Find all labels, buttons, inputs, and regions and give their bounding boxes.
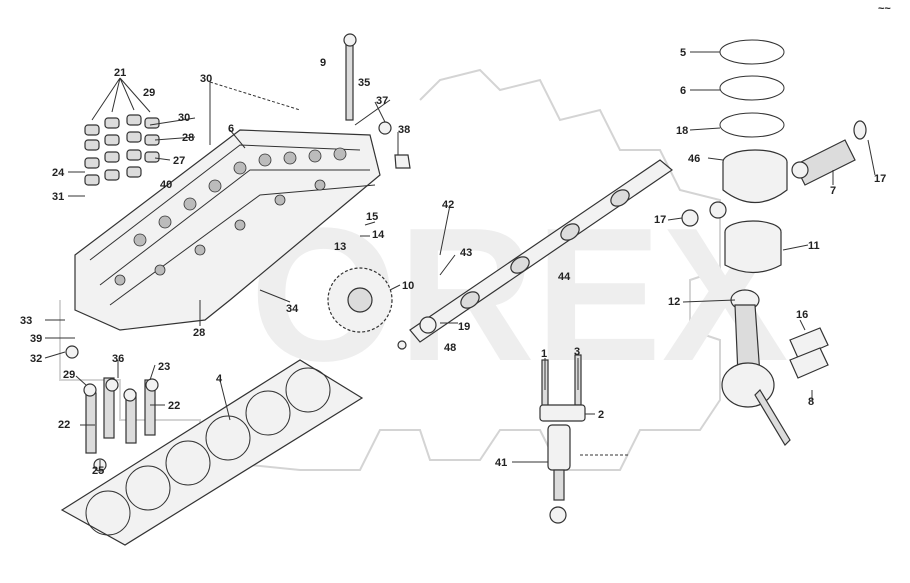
callout-22-right: 22 [168,400,180,412]
callout-35: 35 [358,77,370,89]
valve-stack [84,77,160,186]
callout-43: 43 [460,247,472,259]
callout-11: 11 [808,240,820,252]
callout-33: 33 [20,315,32,327]
piston-rings [719,39,785,138]
callout-15: 15 [366,211,378,223]
callout-23: 23 [158,361,170,373]
callout-7: 7 [830,185,836,197]
callout-44: 44 [558,271,571,283]
callout-29-bottom: 29 [63,369,75,381]
callout-21: 21 [114,67,126,79]
corner-mark: ~~ [878,3,891,15]
callout-22-left: 22 [58,419,70,431]
callout-37: 37 [376,95,388,107]
callout-2: 2 [598,409,604,421]
callout-18: 18 [676,125,688,137]
callout-28: 28 [182,132,194,144]
callout-6-ring: 6 [680,85,686,97]
head-gasket [60,359,364,546]
callout-27: 27 [173,155,185,167]
callout-39: 39 [30,333,42,345]
callout-17-right: 17 [874,173,886,185]
callout-42: 42 [442,199,454,211]
cam-gear [327,267,437,350]
callout-12: 12 [668,296,680,308]
callout-40: 40 [160,179,172,191]
callout-30: 30 [178,112,190,124]
callout-9: 9 [320,57,326,69]
callout-41: 41 [495,457,507,469]
callout-1: 1 [541,348,547,360]
callout-19: 19 [458,321,470,333]
callout-8: 8 [808,396,814,408]
callout-26: 30 [200,73,212,85]
callout-10: 10 [402,280,414,292]
callout-38: 38 [398,124,410,136]
cylinder-head [74,129,381,331]
cylinder-head-body [74,129,381,331]
valves-bottom [65,345,159,472]
callout-29-top: 29 [143,87,155,99]
callout-17-left: 17 [654,214,666,226]
connecting-rod [721,289,829,446]
callout-34: 34 [286,303,299,315]
camshaft [409,159,673,343]
callout-20: 28 [193,327,205,339]
piston-lower [724,220,782,274]
callout-16: 16 [796,309,808,321]
callout-3: 3 [574,346,580,358]
leader-lines [44,51,876,470]
callout-31: 31 [52,191,64,203]
callout-5: 5 [680,47,686,59]
callout-6-head: 6 [228,123,234,135]
callout-48: 48 [444,342,456,354]
callout-4: 4 [216,373,223,385]
callout-24: 24 [52,167,65,179]
callout-13a: 13 [334,241,346,253]
callout-25: 25 [92,465,104,477]
callout-32: 32 [30,353,42,365]
callout-46: 46 [688,153,700,165]
piston [681,120,867,227]
callout-36: 36 [112,353,124,365]
callout-labels: 21 29 6 30 30 28 27 24 31 40 9 35 37 38 … [20,47,886,477]
callout-14: 14 [372,229,385,241]
